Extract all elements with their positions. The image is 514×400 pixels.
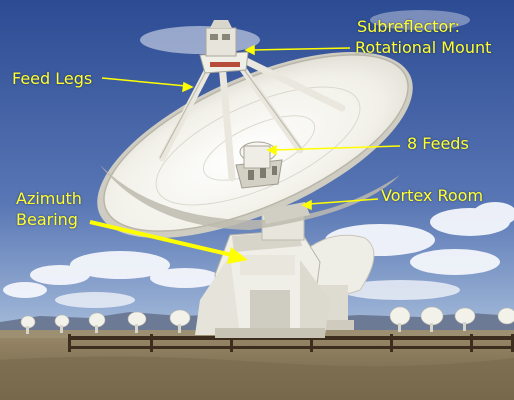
subreflector-housing (199, 20, 249, 74)
label-rotational-mount: Rotational Mount (355, 38, 492, 57)
label-8-feeds: 8 Feeds (407, 134, 469, 153)
label-bearing: Bearing (16, 210, 78, 229)
leader-lines (101, 44, 401, 211)
label-vortex-room: Vortex Room (381, 186, 484, 205)
label-subreflector: Subreflector: (357, 17, 460, 36)
feed-cluster (235, 141, 283, 189)
label-azimuth: Azimuth (16, 189, 82, 208)
distant-dishes (20, 306, 514, 329)
feed-legs (158, 54, 346, 182)
label-feed-legs: Feed Legs (12, 69, 93, 88)
vortex-room (262, 202, 310, 224)
azimuth-arrow (89, 220, 248, 264)
